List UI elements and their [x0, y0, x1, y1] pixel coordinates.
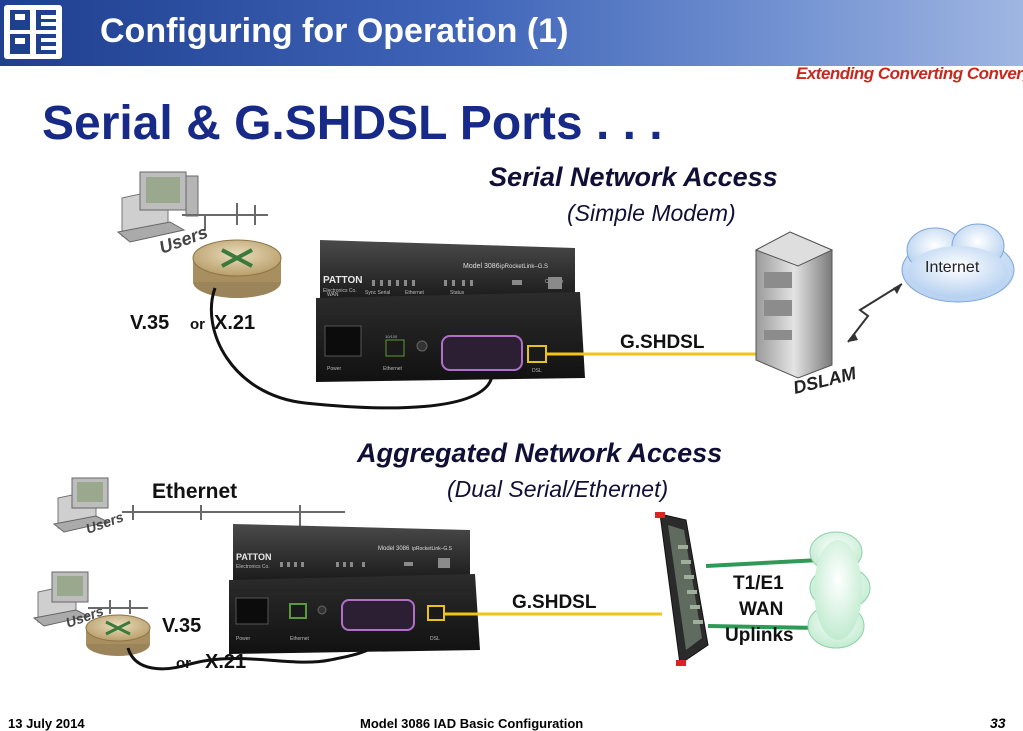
footer-center-title: Model 3086 IAD Basic Configuration	[360, 716, 584, 731]
model-3086-device-top: PATTON Electronics Co. Model 3086 ipRock…	[316, 240, 585, 382]
page-number: 33	[990, 715, 1006, 731]
interface-v35-label-bottom: V.35	[162, 615, 202, 637]
device-brand-sub: Electronics Co.	[323, 288, 357, 294]
wireless-link-icon	[847, 283, 903, 343]
interface-x21-label-bottom: X.21	[205, 651, 247, 673]
dslam-icon	[754, 231, 834, 379]
line-card-icon	[655, 512, 709, 666]
wan-label-line1: T1/E1	[733, 573, 784, 594]
workstation-icon	[52, 477, 110, 533]
wan-uplink-line	[707, 624, 821, 630]
port-label: DSL	[532, 368, 542, 374]
device-brand: PATTON	[323, 275, 362, 286]
device-brand-sub: Electronics Co.	[236, 564, 270, 570]
interface-or-label-top: or	[190, 316, 205, 333]
aggregated-access-subheading: (Dual Serial/Ethernet)	[447, 476, 669, 502]
device-product: ipRocketLink–G.S	[412, 546, 453, 552]
port-label: 10/100	[385, 334, 398, 339]
port-label: WAN	[327, 292, 339, 298]
port-label: Sync Serial	[365, 290, 390, 296]
router-icon	[192, 239, 282, 298]
wan-cloud-icon	[807, 531, 871, 649]
tagline: Extending Converting Converging	[796, 64, 1023, 83]
gshdsl-label-top: G.SHDSL	[620, 332, 705, 353]
internet-label: Internet	[925, 259, 980, 276]
port-label: Ethernet	[383, 366, 403, 372]
port-label: DSL	[430, 636, 440, 642]
port-label: Power	[327, 366, 342, 372]
slide-title: Serial & G.SHDSL Ports . . .	[42, 97, 663, 150]
patton-logo	[4, 5, 62, 59]
gshdsl-label-bottom: G.SHDSL	[512, 592, 597, 613]
interface-x21-label-top: X.21	[214, 312, 256, 334]
device-model: Model 3086	[378, 546, 410, 552]
header-bar	[0, 0, 1023, 66]
workstation-icon	[116, 171, 199, 243]
wan-uplink-line	[705, 558, 821, 568]
port-label: Ethernet	[405, 290, 425, 296]
device-model: Model 3086	[463, 263, 500, 270]
model-3086-device-bottom: PATTON Electronics Co. Model 3086 ipRock…	[229, 524, 480, 654]
footer-date: 13 July 2014	[8, 716, 85, 731]
workstation-icon	[32, 571, 90, 627]
serial-cable-bottom	[126, 627, 387, 671]
device-brand: PATTON	[236, 552, 272, 562]
serial-access-heading: Serial Network Access	[489, 162, 778, 192]
port-label: Status	[450, 290, 465, 296]
wan-label-line3: Uplinks	[725, 625, 794, 646]
device-product: ipRocketLink–G.S	[500, 264, 548, 270]
wan-label-line2: WAN	[739, 599, 784, 620]
ethernet-label: Ethernet	[152, 480, 238, 503]
interface-v35-label-top: V.35	[130, 312, 170, 334]
interface-or-label-bottom: or	[176, 655, 191, 672]
router-icon	[85, 614, 151, 656]
aggregated-access-heading: Aggregated Network Access	[357, 438, 723, 468]
serial-access-subheading: (Simple Modem)	[567, 200, 736, 226]
internet-cloud-icon	[901, 223, 1015, 303]
header-title: Configuring for Operation (1)	[100, 12, 569, 50]
port-label: Power	[236, 636, 251, 642]
port-label: Ethernet	[290, 636, 310, 642]
